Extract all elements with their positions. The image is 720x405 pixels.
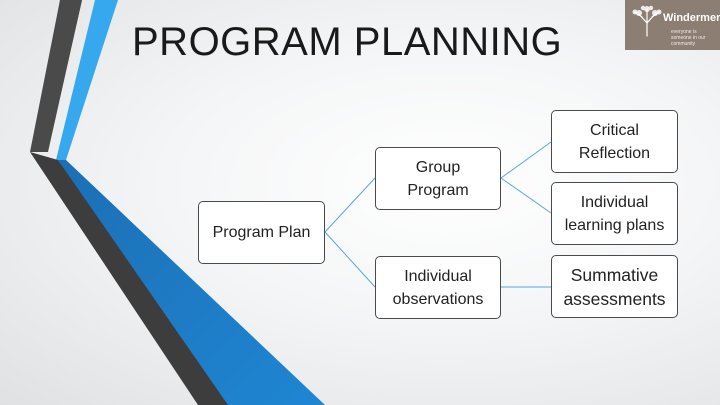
node-group-program: Group Program <box>375 147 501 210</box>
light-blue-stripe <box>56 0 118 160</box>
connector-group-learning <box>500 177 552 214</box>
logo-tagline: everyone is someone in our community <box>671 29 706 47</box>
page-title: PROGRAM PLANNING <box>132 20 563 64</box>
tree-icon <box>632 5 662 37</box>
node-individual-learning-plans: Individual learning plans <box>551 182 678 245</box>
blue-band <box>58 160 325 405</box>
dark-band <box>30 152 228 405</box>
node-program-plan: Program Plan <box>198 201 325 264</box>
node-critical-reflection: Critical Reflection <box>551 110 678 173</box>
node-individual-observations: Individual observations <box>375 256 501 319</box>
node-summative-assessments: Summative assessments <box>551 255 678 318</box>
dark-band-top <box>30 0 82 152</box>
connector-root-group <box>324 177 376 233</box>
connector-group-reflection <box>500 141 552 179</box>
connector-root-observations <box>324 231 376 288</box>
